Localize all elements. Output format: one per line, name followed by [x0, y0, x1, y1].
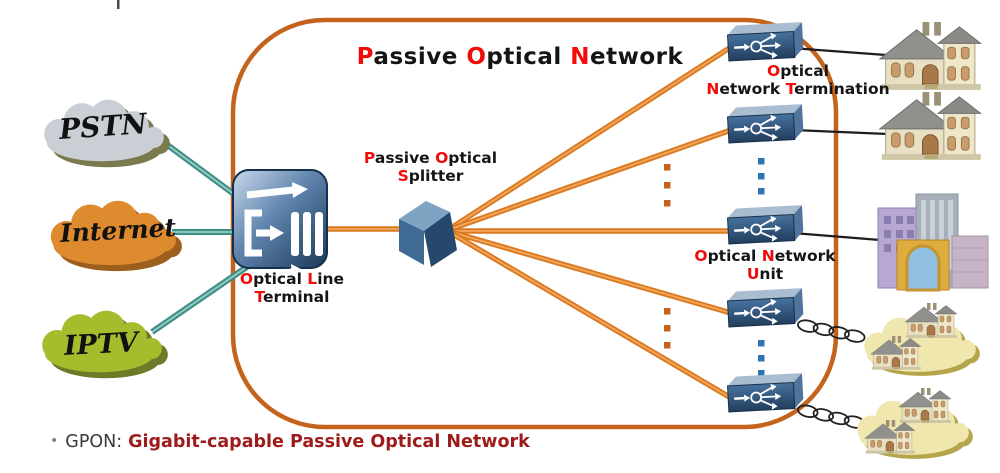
ont-device-icon — [725, 20, 805, 63]
premise-drop-lines — [790, 46, 889, 242]
caption-bullet: • — [50, 433, 59, 449]
gpon-term: GPON: — [65, 432, 123, 452]
ellipsis-dots-blue — [758, 158, 765, 377]
chain-link-icon — [795, 402, 867, 431]
chain-link-icon — [795, 317, 867, 345]
onu-label: Optical Network Unit — [665, 247, 865, 284]
onu-device-icon — [725, 203, 805, 246]
fiber-fanout — [449, 44, 733, 401]
ont-label-line2: Network Termination — [706, 79, 890, 98]
splitter-label-line2: Splitter — [397, 166, 464, 185]
olt-label: Optical Line Terminal — [212, 270, 372, 307]
onu-device-icon — [725, 371, 805, 414]
onu-device-icon — [725, 286, 805, 329]
olt-label-line2: Terminal — [254, 287, 330, 306]
splitter-label-line1: Passive Optical — [363, 149, 498, 167]
access-line-iptv — [150, 259, 256, 335]
house-icon — [879, 91, 982, 161]
diagram-title: Passive Optical Network — [356, 44, 684, 70]
neighborhood-cloud-icon — [857, 387, 973, 459]
olt-label-line1: Optical Line — [239, 270, 345, 288]
ont-label-line1: Optical — [767, 62, 829, 80]
iptv-cloud-label: IPTV — [63, 327, 139, 362]
splitter-label: Passive Optical Splitter — [348, 149, 513, 186]
optical-splitter-prism-icon — [399, 201, 457, 267]
gpon-caption: • GPON:Gigabit-capable Passive Optical Ne… — [50, 432, 530, 452]
neighborhood-cloud-icon — [864, 302, 980, 376]
onu-label-line2: Unit — [746, 264, 784, 283]
office-building-icon — [877, 193, 989, 292]
ont-device-icon — [725, 102, 805, 145]
page-artifact-line — [117, 0, 120, 9]
onu-label-line1: Optical Network — [694, 247, 836, 265]
ont-label: Optical Network Termination — [698, 62, 898, 99]
gpon-definition: Gigabit-capable Passive Optical Network — [128, 432, 530, 452]
olt-switch-icon — [232, 169, 328, 281]
ellipsis-dots-orange — [664, 164, 671, 349]
